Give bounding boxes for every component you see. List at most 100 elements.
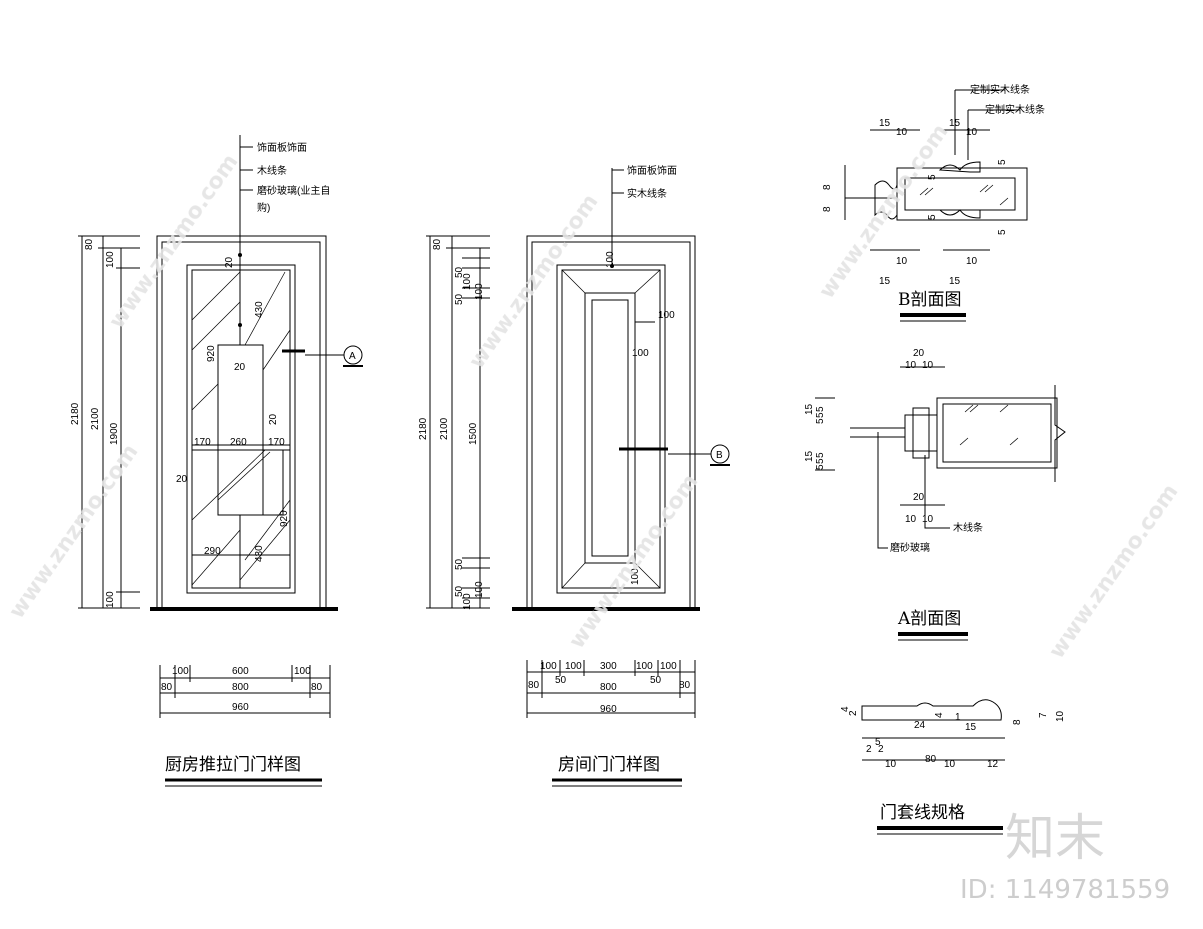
section-b-dim-10-b: 10: [966, 127, 978, 138]
kitchen-door-drawing: A 饰面板饰面 木线条 磨砂玻璃(业主自 购) 2180 2100 1900 8…: [70, 135, 363, 787]
room-door-frame-inner: [531, 241, 691, 608]
trim-dim-2-b: 2: [866, 744, 872, 755]
section-a-dim-10-top-a: 10: [905, 360, 917, 371]
section-b-dim-5-a: 5: [927, 174, 938, 180]
room-vdim-50-b: 50: [454, 293, 465, 305]
room-door-title: 房间门门样图: [558, 755, 660, 775]
section-a-label-glass: 磨砂玻璃: [890, 541, 930, 554]
trim-spec-drawing: 4 2 24 4 1 15 8 7 10 5 2 2 10 80 10 12 门…: [840, 699, 1066, 835]
room-door-raised-panel: [584, 292, 636, 564]
trim-dim-4: 4: [840, 706, 851, 712]
watermark-diagonal-3: www.znzmo.com: [464, 190, 603, 374]
section-b-drawing: 定制实木线条 定制实木线条 15 10 15 10 8 8 5 5 5 5 10…: [822, 83, 1045, 322]
watermark-logo: 知末: [1005, 809, 1105, 867]
section-b-title: B剖面图: [898, 290, 962, 310]
room-vdim-1500: 1500: [468, 422, 479, 445]
kitchen-vdim-100-top: 100: [105, 251, 116, 268]
kitchen-vdim-1900: 1900: [109, 422, 120, 445]
trim-dim-1: 1: [955, 712, 961, 723]
room-door-floor-line: [512, 607, 700, 611]
section-b-dim-15-c: 15: [879, 276, 891, 287]
section-a-dim-15-a: 15: [804, 403, 815, 415]
section-a-title: A剖面图: [897, 609, 961, 629]
section-a-label-trim: 木线条: [953, 521, 983, 534]
kitchen-callout-glass-2: 购): [257, 201, 270, 214]
section-a-dim-10-bottom-a: 10: [905, 514, 917, 525]
kitchen-dim-170-right: 170: [268, 437, 285, 448]
room-hdim-50-left: 50: [555, 675, 567, 686]
kitchen-dim-20-low: 20: [176, 474, 188, 485]
room-door-leaf-inner: [561, 269, 661, 589]
trim-dim-10-b: 10: [944, 759, 956, 770]
section-b-dim-5-c: 5: [997, 159, 1008, 165]
trim-dim-80: 80: [925, 754, 937, 765]
section-a-dim-20-top: 20: [913, 348, 925, 359]
room-hdim-100-a: 100: [540, 661, 557, 672]
section-a-drawing: 20 10 10 15 5 5 5 15 5 5 5 20 10 10 木线条 …: [804, 348, 1066, 641]
section-a-dim-20-bottom: 20: [913, 492, 925, 503]
room-vdim-80: 80: [432, 238, 443, 250]
section-b-label-1: 定制实木线条: [970, 83, 1030, 96]
kitchen-vdim-80: 80: [84, 238, 95, 250]
room-vdim-total: 2180: [418, 417, 429, 440]
section-a-trim: [904, 414, 938, 452]
room-vdim-100-c: 100: [462, 593, 473, 610]
section-a-dim-5-f: 5: [815, 464, 826, 470]
section-a-dim-5-d: 5: [815, 452, 826, 458]
kitchen-callout-glass: 磨砂玻璃(业主自: [257, 184, 330, 197]
room-hdim-100-c: 100: [636, 661, 653, 672]
section-b-dim-10-a: 10: [896, 127, 908, 138]
room-vdim-50-a: 50: [454, 266, 465, 278]
kitchen-dim-20-right: 20: [268, 413, 279, 425]
section-b-dim-15-a: 15: [879, 118, 891, 129]
section-a-dim-5-c: 5: [815, 418, 826, 424]
section-a-dim-5-e: 5: [815, 458, 826, 464]
room-vdim-100-d: 100: [474, 581, 485, 598]
section-b-dim-10-d: 10: [966, 256, 978, 267]
kitchen-hdim-600: 600: [232, 666, 249, 677]
kitchen-dim-290: 290: [204, 546, 221, 557]
trim-dim-10-a: 10: [885, 759, 897, 770]
kitchen-door-floor-line: [150, 607, 338, 611]
kitchen-vdim-100-bottom: 100: [105, 591, 116, 608]
kitchen-door-glass-edge: [191, 269, 291, 589]
watermark-diagonal-2: www.znzmo.com: [4, 440, 143, 624]
section-b-trim-left: [874, 180, 898, 220]
trim-dim-12: 12: [987, 759, 999, 770]
trim-dim-8: 8: [1012, 719, 1023, 725]
section-b-dim-15-d: 15: [949, 276, 961, 287]
section-a-marker: A: [343, 345, 363, 367]
section-a-dim-5-a: 5: [815, 406, 826, 412]
section-a-dim-15-b: 15: [804, 450, 815, 462]
kitchen-hdim-100-left: 100: [172, 666, 189, 677]
room-door-drawing: B 饰面板饰面 实木线条 2180 2100 1500 80 50 100 10…: [418, 164, 730, 787]
section-b-dim-10-c: 10: [896, 256, 908, 267]
kitchen-hdim-800: 800: [232, 682, 249, 693]
kitchen-vdim-2100: 2100: [90, 407, 101, 430]
kitchen-callout-panel: 饰面板饰面: [257, 141, 307, 154]
watermark-id: ID: 1149781559: [960, 875, 1170, 905]
kitchen-vdim-total: 2180: [70, 402, 81, 425]
room-hdim-50-right: 50: [650, 675, 662, 686]
room-vdim-100-b: 100: [474, 283, 485, 300]
room-door-raised-panel-inner: [591, 299, 629, 557]
room-vdim-2100: 2100: [439, 417, 450, 440]
kitchen-door-title: 厨房推拉门门样图: [165, 755, 301, 775]
section-a-dim-10-top-b: 10: [922, 360, 934, 371]
kitchen-dim-20-top: 20: [224, 256, 235, 268]
trim-dim-2-a: 2: [848, 710, 859, 716]
kitchen-hdim-80-left: 80: [161, 682, 173, 693]
room-dim-100-bottom: 100: [630, 568, 641, 585]
section-b-dim-5-b: 5: [927, 214, 938, 220]
room-hdim-100-d: 100: [660, 661, 677, 672]
kitchen-dim-920-left: 920: [206, 345, 217, 362]
kitchen-dim-430-low: 430: [254, 545, 265, 562]
section-a-dim-5-b: 5: [815, 412, 826, 418]
room-hdim-300: 300: [600, 661, 617, 672]
room-vdim-50-c: 50: [454, 558, 465, 570]
room-callout-panel: 饰面板饰面: [627, 164, 677, 177]
kitchen-callout-trim: 木线条: [257, 164, 287, 177]
room-callout-trim: 实木线条: [627, 187, 667, 200]
section-b-marker-label: B: [716, 450, 723, 461]
